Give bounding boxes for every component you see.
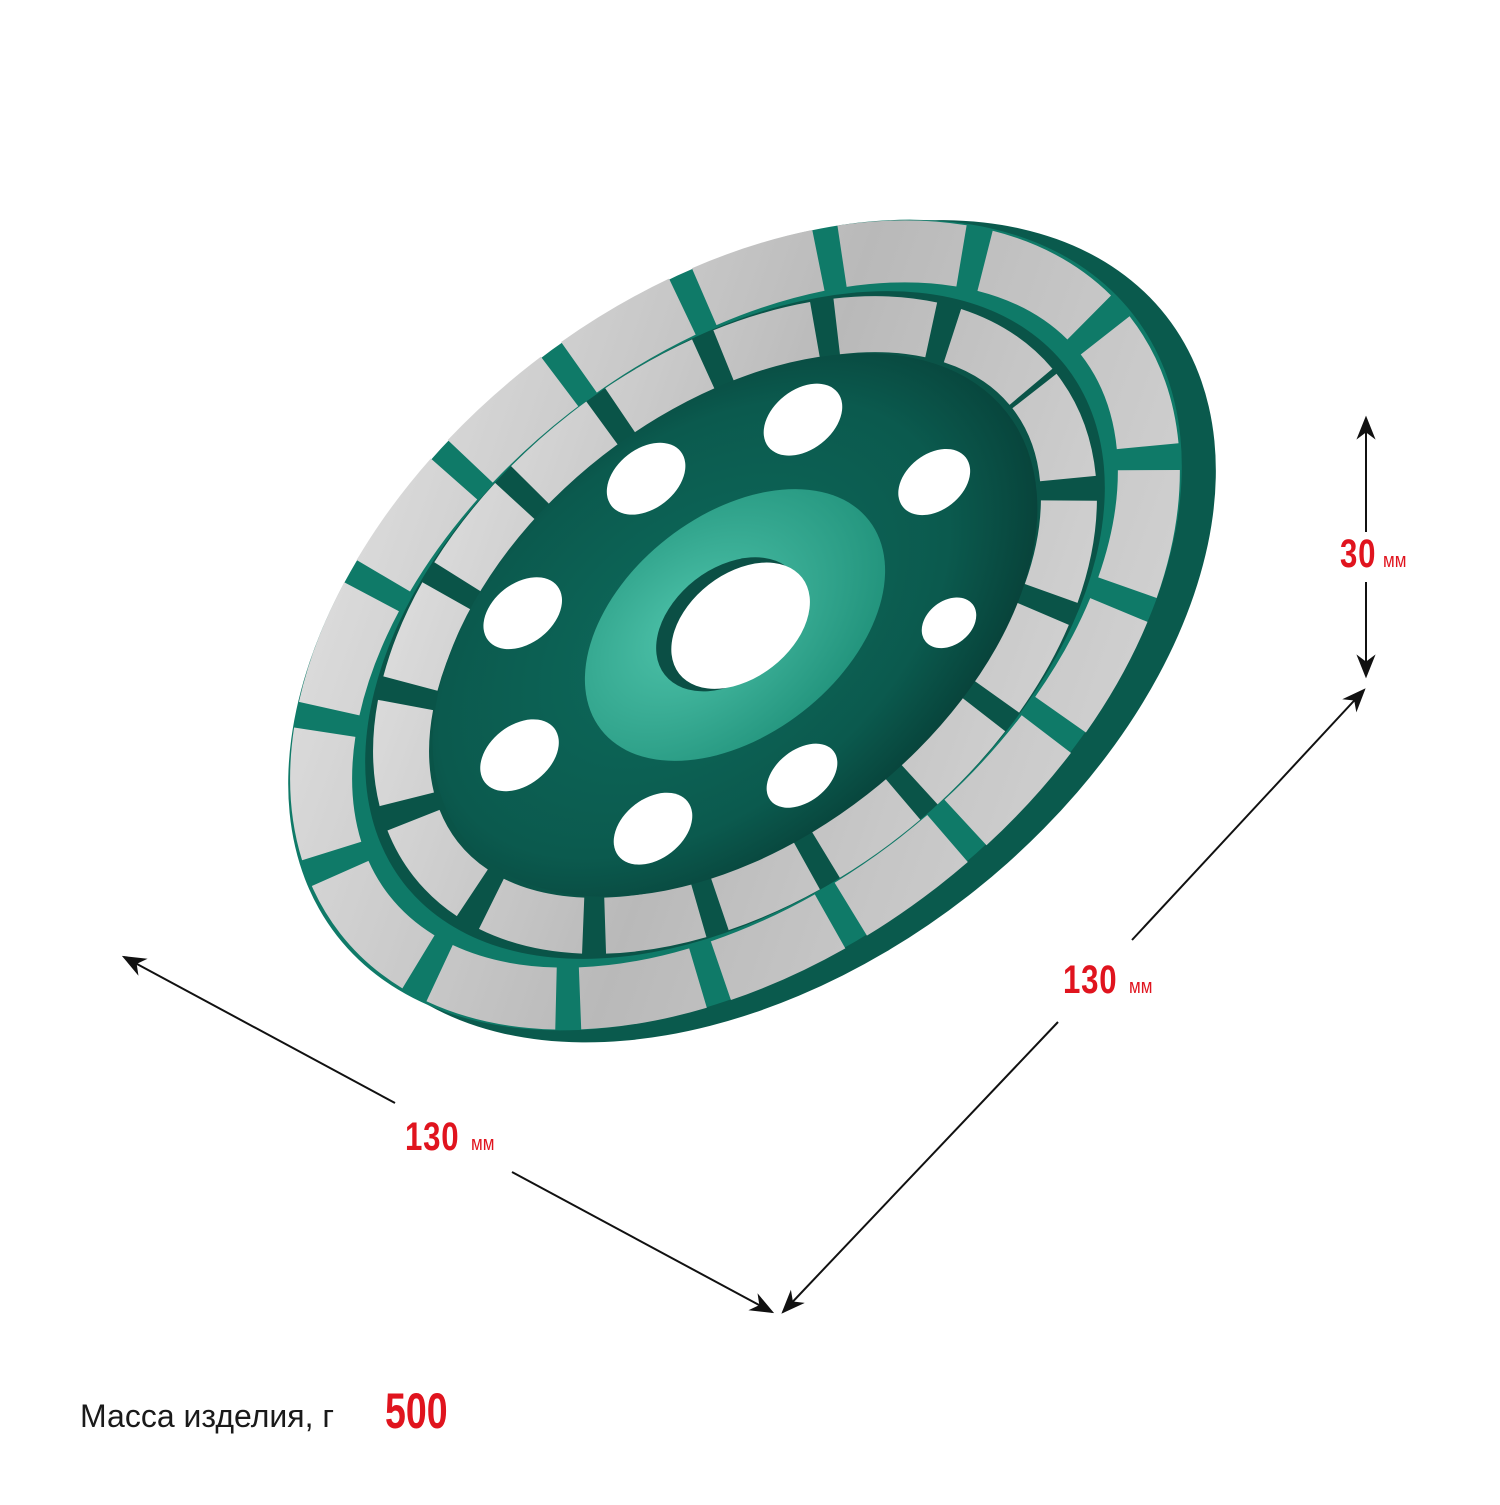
dimension-lines xyxy=(121,415,1376,1314)
width-label: 130 мм xyxy=(405,1117,499,1157)
mass-value: 500 xyxy=(385,1383,448,1439)
width-arrow-left xyxy=(121,955,396,1104)
cup-wheel xyxy=(288,219,1216,1043)
ventilation-holes xyxy=(480,383,977,865)
depth-unit: мм xyxy=(1129,976,1153,998)
depth-arrow-top xyxy=(1131,688,1366,941)
depth-label: 130 мм xyxy=(1063,960,1157,1000)
mass-label: Масса изделия, г xyxy=(80,1398,335,1434)
depth-arrow-bottom xyxy=(781,1021,1059,1314)
depth-value: 130 xyxy=(1063,958,1118,1002)
arbor-hole xyxy=(671,562,810,689)
height-unit: мм xyxy=(1382,550,1407,572)
width-unit: мм xyxy=(471,1133,495,1155)
width-value: 130 xyxy=(405,1115,460,1159)
height-label: 30 мм xyxy=(1340,534,1410,574)
height-value: 30 xyxy=(1340,532,1377,576)
width-arrow-right xyxy=(511,1171,775,1314)
